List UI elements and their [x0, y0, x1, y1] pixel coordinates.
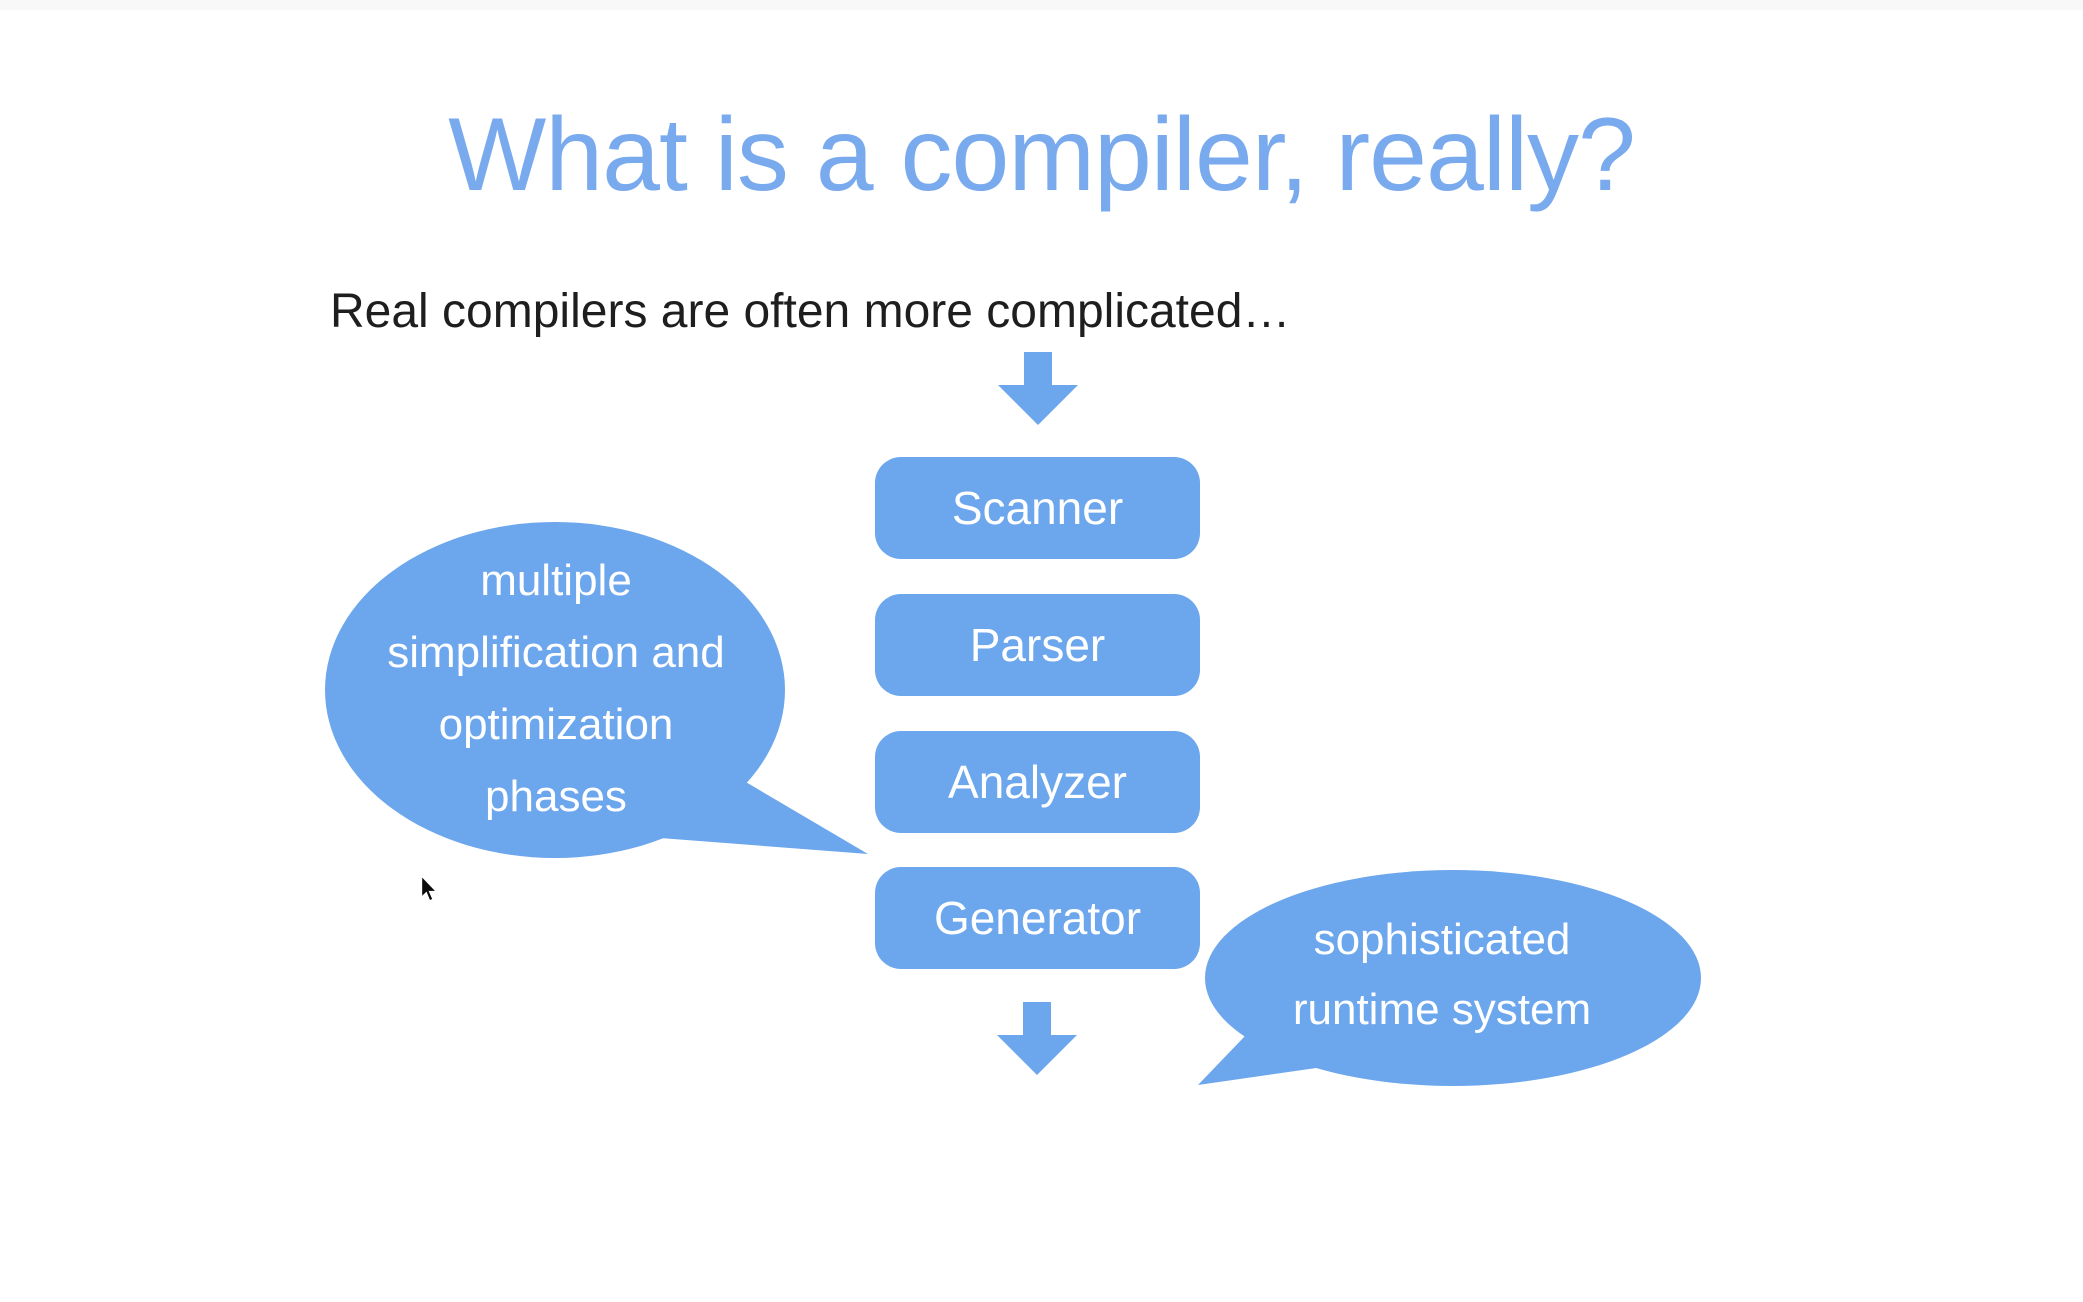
flow-arrow-bottom [996, 1002, 1078, 1081]
callout-right-text: sophisticated runtime system [1212, 905, 1672, 1045]
speech-bubble-shape [1198, 870, 1701, 1086]
pipeline-stage-analyzer: Analyzer [875, 731, 1200, 833]
flow-arrow-top [997, 352, 1079, 431]
mouse-cursor [420, 874, 439, 909]
callout-line: phases [485, 772, 627, 821]
pipeline-stage-parser: Parser [875, 594, 1200, 696]
callout-line: simplification and [387, 628, 725, 677]
callout-line: multiple [480, 556, 632, 605]
callout-line: runtime system [1292, 985, 1592, 1034]
arrow-down-icon [997, 1002, 1077, 1075]
callout-left [320, 518, 880, 871]
slide-title: What is a compiler, really? [448, 96, 1636, 213]
stage-label: Parser [969, 619, 1106, 671]
top-edge-shade [0, 0, 2083, 10]
callout-right [1195, 862, 1710, 1102]
mouse-pointer-icon [420, 874, 439, 902]
callout-left-text: multiple simplification and optimization… [330, 545, 782, 833]
arrow-down-icon [998, 352, 1078, 425]
slide-subtitle: Real compilers are often more complicate… [330, 285, 1291, 338]
callout-line: sophisticated [1313, 915, 1571, 964]
callout-line: optimization [438, 700, 674, 749]
pipeline-stage-scanner: Scanner [875, 457, 1200, 559]
stage-label: Generator [933, 892, 1142, 944]
stage-label: Scanner [951, 482, 1124, 534]
pipeline-stage-generator: Generator [875, 867, 1200, 969]
stage-label: Analyzer [948, 756, 1127, 808]
speech-bubble-shape [325, 522, 868, 858]
